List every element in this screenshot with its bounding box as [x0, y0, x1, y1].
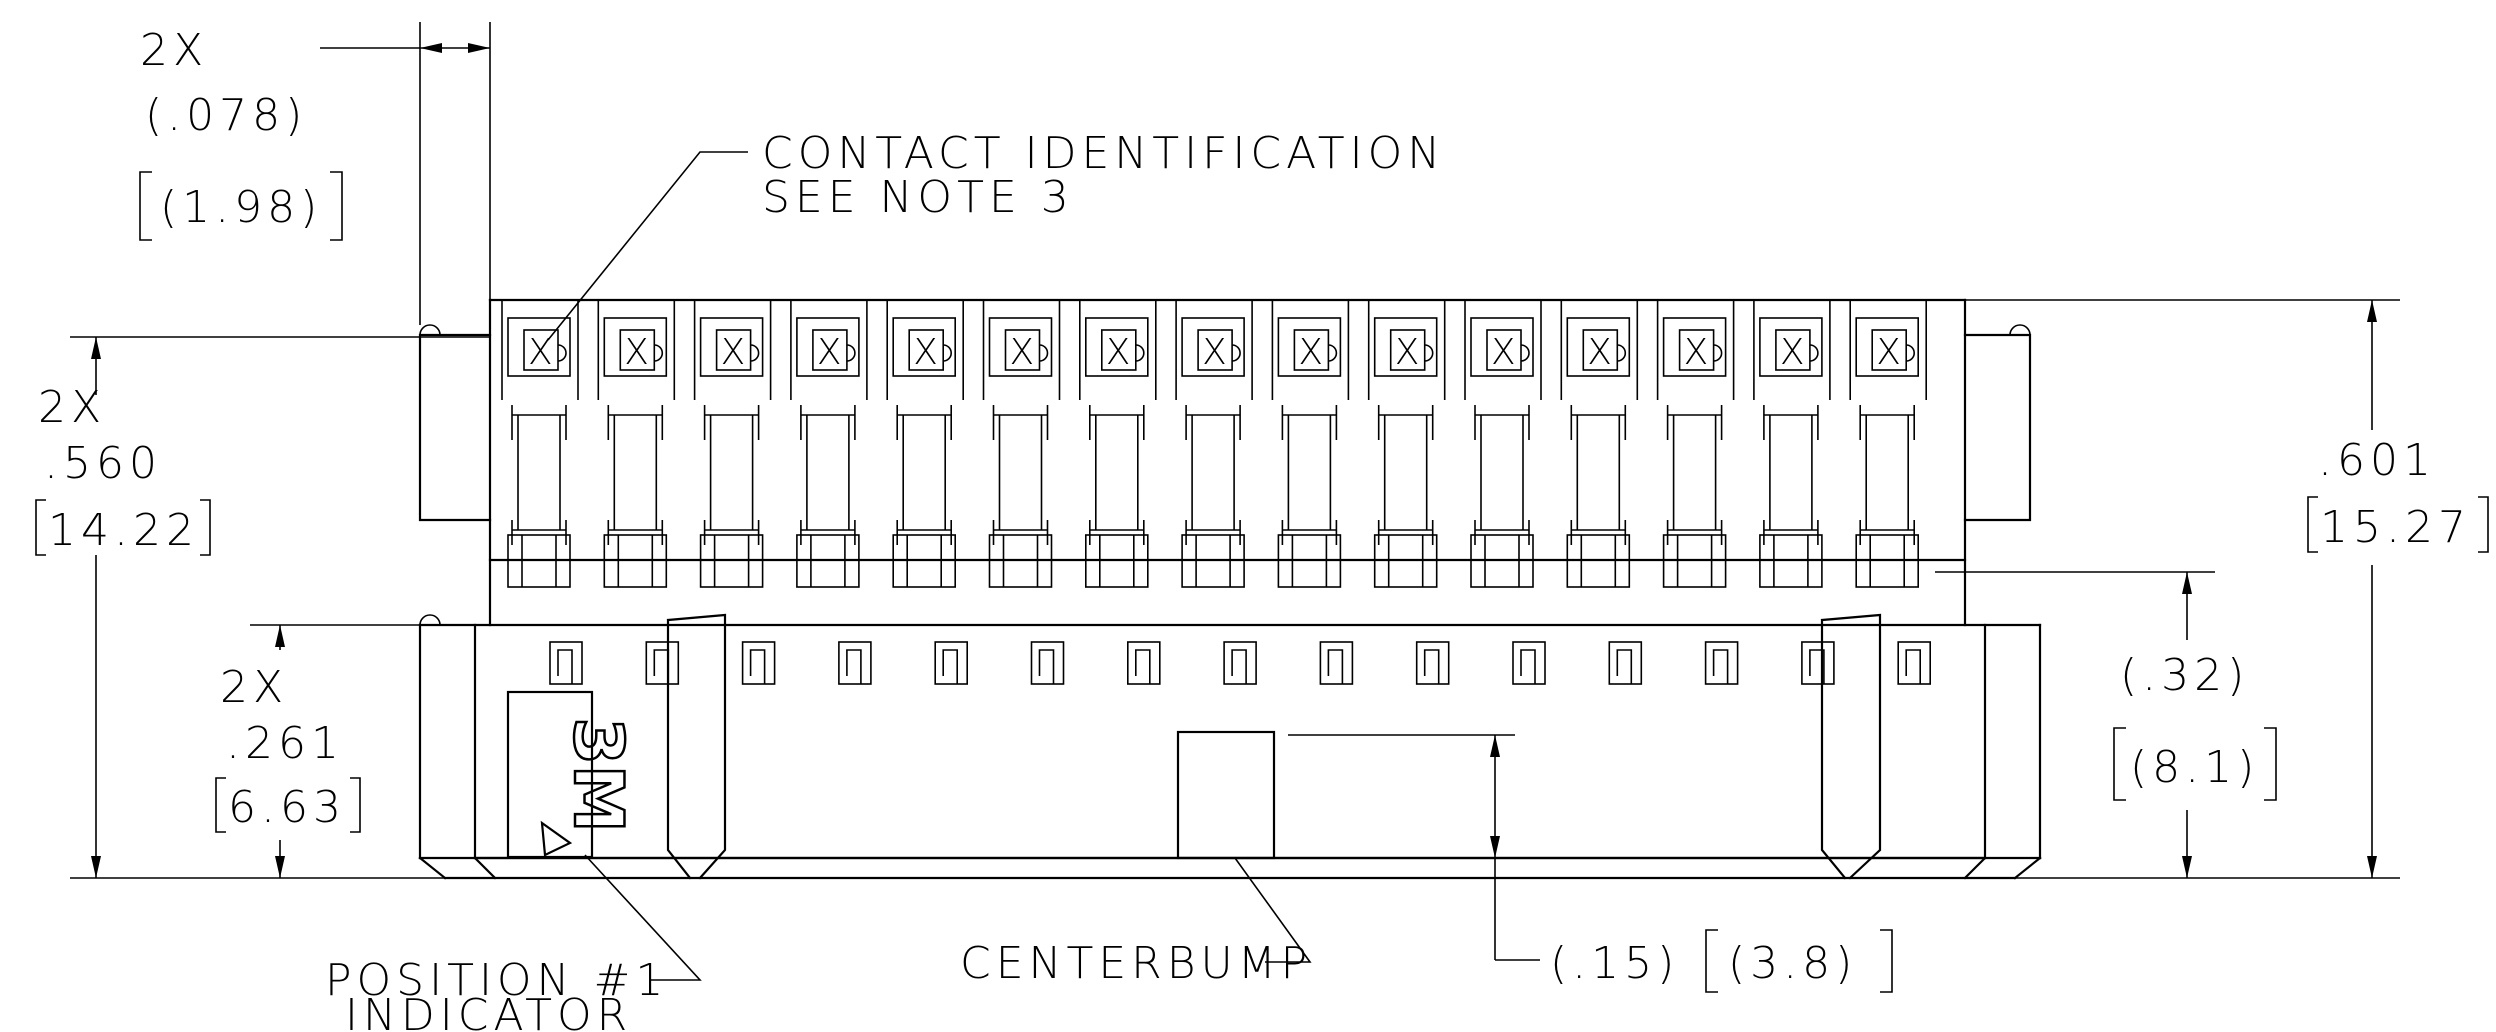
- mid-mm-brackets: [2113, 727, 2277, 801]
- contact-mark: X: [1202, 332, 1227, 373]
- contact-mark: X: [1010, 332, 1035, 373]
- pitch-inches: (.078): [145, 90, 307, 141]
- contact-mark: X: [624, 332, 649, 373]
- contact-3: X: [693, 300, 776, 685]
- pitch-mm-brackets: [139, 171, 343, 241]
- center-bump: [1176, 730, 1276, 860]
- mid-inches: (.32): [2120, 650, 2249, 701]
- contact-mark: X: [817, 332, 842, 373]
- height-mm-brackets: [35, 499, 211, 556]
- pitch-qty: 2X: [140, 25, 208, 76]
- centerbump-label: CENTERBUMP: [960, 938, 1312, 989]
- contact-6: X: [982, 300, 1065, 685]
- contact-mark: X: [1684, 332, 1709, 373]
- contact-4: X: [790, 300, 872, 685]
- contact-mark: X: [1587, 332, 1612, 373]
- lower-qty: 2X: [220, 662, 288, 713]
- labels: 2X (.078) (1.98) CONTACT IDENTIFICATION …: [35, 25, 2489, 1032]
- contact-mark: X: [913, 332, 938, 373]
- contact-mark: X: [1106, 332, 1131, 373]
- dimension-lines: [70, 22, 2400, 981]
- height-inches: .560: [44, 438, 162, 489]
- contact-mark: X: [1876, 332, 1901, 373]
- overall-mm-brackets: [2307, 496, 2489, 553]
- lower-mm-brackets: [215, 777, 361, 833]
- contact-10: X: [1367, 300, 1450, 685]
- mid-mm: (8.1): [2130, 742, 2259, 793]
- overall-mm: 15.27: [2320, 502, 2471, 553]
- contact-11: X: [1464, 300, 1546, 685]
- contact-id-line1: CONTACT IDENTIFICATION: [762, 128, 1445, 179]
- bump-mm-brackets: [1705, 929, 1893, 993]
- pitch-mm: (1.98): [160, 182, 322, 233]
- bump-inches: (.15): [1550, 938, 1679, 989]
- contact-mark: X: [1395, 332, 1420, 373]
- contact-2: X: [597, 300, 680, 685]
- contact-7: X: [1079, 300, 1161, 685]
- contact-14: X: [1753, 300, 1835, 685]
- position-line1: POSITION #1: [325, 955, 668, 1006]
- height-mm: 14.22: [48, 505, 199, 556]
- contact-12: X: [1560, 300, 1643, 685]
- position-line2: INDICATOR: [345, 990, 632, 1032]
- connector-body: [418, 298, 2042, 880]
- contact-8: X: [1175, 300, 1257, 685]
- lower-inches: .261: [226, 718, 344, 769]
- contact-5: X: [886, 300, 969, 685]
- contact-13: X: [1656, 300, 1739, 685]
- position-indicator: 3M: [506, 690, 638, 859]
- contact-id-line2: SEE NOTE 3: [762, 172, 1074, 223]
- height-qty: 2X: [38, 382, 106, 433]
- contact-1: X: [501, 300, 583, 685]
- overall-inches: .601: [2318, 435, 2436, 486]
- lower-mm: 6.63: [228, 782, 346, 833]
- logo-3m: 3M: [558, 718, 637, 833]
- contact-9: X: [1271, 300, 1354, 685]
- contact-mark: X: [1298, 332, 1323, 373]
- contact-mark: X: [721, 332, 746, 373]
- contact-mark: X: [1780, 332, 1805, 373]
- bump-mm: (3.8): [1728, 938, 1857, 989]
- contact-mark: X: [1491, 332, 1516, 373]
- contact-15: X: [1849, 300, 1931, 685]
